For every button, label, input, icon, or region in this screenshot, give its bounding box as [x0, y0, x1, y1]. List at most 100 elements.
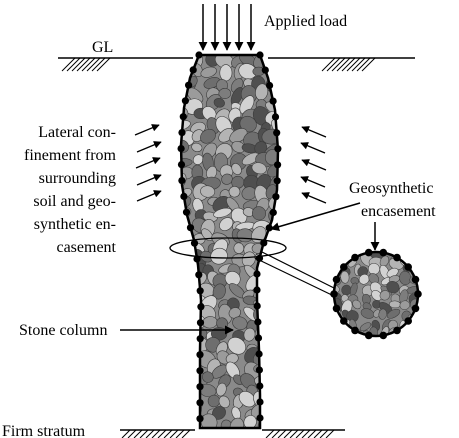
filled-circle-icon — [185, 82, 192, 89]
stone — [261, 347, 281, 366]
filled-circle-icon — [254, 302, 261, 309]
filled-circle-icon — [197, 335, 204, 342]
filled-circle-icon — [254, 318, 261, 325]
confinement-arrows-right — [301, 127, 326, 203]
stone — [176, 329, 196, 349]
lateral-line-6: casement — [56, 239, 116, 256]
diagonal-arrow-icon — [302, 193, 326, 203]
stone — [270, 275, 286, 290]
ground-level-label: GL — [92, 39, 113, 56]
stone — [173, 335, 192, 355]
diagonal-arrow-icon — [137, 191, 161, 201]
filled-circle-icon — [272, 113, 279, 120]
encasement-label-line-2: encasement — [361, 203, 436, 220]
filled-circle-icon — [340, 263, 348, 271]
filled-circle-icon — [380, 332, 388, 340]
ground-hatch-icon — [62, 58, 110, 71]
ground-hatch-icon — [122, 430, 190, 438]
filled-circle-icon — [180, 113, 187, 120]
filled-circle-icon — [196, 367, 203, 374]
filled-circle-icon — [256, 350, 263, 357]
stone — [178, 263, 194, 279]
diagonal-arrow-icon — [137, 142, 161, 152]
filled-circle-icon — [183, 209, 190, 216]
stone — [220, 65, 232, 81]
stone — [267, 61, 286, 79]
encasement-label-line-1: Geosynthetic — [349, 180, 433, 197]
ground-hatch-icon — [266, 430, 334, 438]
diagonal-arrow-icon — [302, 160, 326, 170]
stone — [175, 299, 191, 309]
filled-circle-icon — [196, 399, 203, 406]
filled-circle-icon — [330, 290, 338, 298]
filled-circle-icon — [196, 415, 203, 422]
filled-circle-icon — [256, 398, 263, 405]
filled-circle-icon — [197, 319, 204, 326]
stone — [270, 363, 286, 380]
stone — [266, 369, 286, 388]
stone — [331, 249, 344, 260]
filled-circle-icon — [351, 327, 359, 335]
filled-circle-icon — [333, 305, 341, 313]
lateral-line-3: surrounding — [39, 170, 116, 187]
filled-circle-icon — [404, 317, 412, 325]
filled-circle-icon — [274, 161, 281, 168]
stone-column — [150, 48, 310, 436]
filled-circle-icon — [256, 366, 263, 373]
stone — [268, 329, 284, 348]
leader-line-lower — [255, 258, 336, 297]
filled-circle-icon — [404, 263, 412, 271]
stone — [178, 306, 196, 319]
stone — [265, 394, 285, 411]
stone — [178, 274, 197, 292]
stone — [272, 287, 284, 300]
diagonal-arrow-icon — [136, 158, 160, 168]
stone-column-label: Stone column — [19, 322, 107, 339]
filled-circle-icon — [272, 193, 279, 200]
filled-circle-icon — [365, 249, 373, 257]
filled-circle-icon — [255, 334, 262, 341]
stone — [174, 320, 188, 335]
stone — [328, 323, 346, 340]
diagonal-arrow-icon — [302, 127, 326, 137]
filled-circle-icon — [262, 67, 269, 74]
applied-load-arrows — [203, 4, 251, 50]
stone — [170, 382, 192, 404]
filled-circle-icon — [196, 383, 203, 390]
stone — [272, 227, 286, 242]
filled-circle-icon — [190, 66, 197, 73]
stone — [400, 245, 415, 261]
stone — [169, 366, 194, 390]
filled-circle-icon — [256, 382, 263, 389]
stone — [270, 381, 285, 397]
filled-circle-icon — [393, 254, 401, 262]
stone — [174, 392, 190, 408]
stone — [265, 338, 278, 356]
stone — [263, 304, 282, 322]
filled-circle-icon — [178, 145, 185, 152]
diagonal-arrow-icon — [135, 125, 159, 135]
filled-circle-icon — [197, 287, 204, 294]
stone — [179, 420, 188, 434]
filled-circle-icon — [270, 209, 277, 216]
stone — [170, 280, 193, 303]
filled-circle-icon — [393, 327, 401, 335]
filled-circle-icon — [180, 193, 187, 200]
confinement-arrows-left — [135, 125, 161, 201]
filled-circle-icon — [178, 177, 185, 184]
filled-circle-icon — [412, 276, 420, 284]
stone — [174, 353, 191, 363]
filled-circle-icon — [182, 97, 189, 104]
filled-circle-icon — [196, 351, 203, 358]
filled-circle-icon — [195, 271, 202, 278]
applied-load-label: Applied load — [264, 13, 347, 30]
filled-circle-icon — [274, 145, 281, 152]
stone — [175, 359, 193, 376]
filled-circle-icon — [340, 317, 348, 325]
filled-circle-icon — [256, 51, 263, 58]
lateral-line-1: Lateral con- — [38, 124, 116, 141]
filled-circle-icon — [380, 249, 388, 257]
diagonal-arrow-icon — [137, 175, 161, 185]
